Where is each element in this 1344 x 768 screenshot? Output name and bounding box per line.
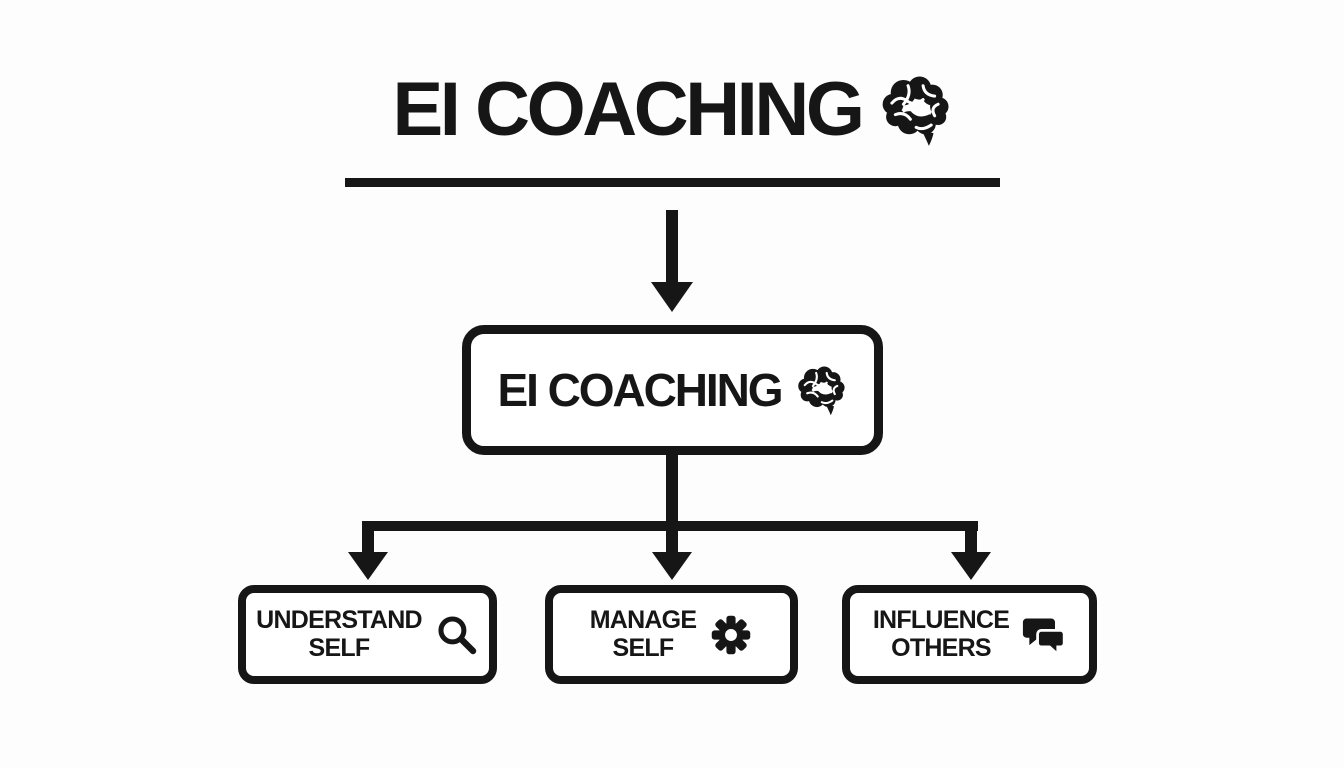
- arrow-center-head: [652, 552, 692, 580]
- node-manage-self-label: MANAGE SELF: [589, 606, 697, 662]
- chat-bubbles-icon: [1022, 613, 1066, 657]
- arrow-left-head: [348, 552, 388, 580]
- root-stem: [666, 455, 678, 525]
- brain-icon: [795, 364, 847, 416]
- node-influence-others: INFLUENCE OTHERS: [842, 585, 1097, 684]
- label-line-2: OTHERS: [891, 633, 991, 662]
- label-line-1: UNDERSTAND: [256, 606, 422, 634]
- label-line-1: INFLUENCE: [872, 606, 1010, 634]
- branch-bar: [362, 521, 978, 531]
- node-understand-self: UNDERSTAND SELF: [238, 585, 497, 684]
- arrow-right-head: [951, 552, 991, 580]
- arrow-center-shaft: [666, 529, 678, 554]
- label-line-2: SELF: [612, 633, 675, 662]
- label-line-1: MANAGE: [589, 606, 697, 634]
- brain-icon: [878, 73, 952, 147]
- page-title: EI COACHING: [0, 68, 1344, 152]
- node-influence-others-label: INFLUENCE OTHERS: [872, 606, 1010, 662]
- label-line-2: SELF: [308, 633, 371, 662]
- node-manage-self: MANAGE SELF: [545, 585, 798, 684]
- gear-icon: [709, 613, 753, 657]
- arrow-left-shaft: [362, 529, 374, 554]
- arrow-title-to-root-head: [651, 282, 693, 312]
- title-underline: [345, 178, 1000, 187]
- node-ei-coaching: EI COACHING: [462, 325, 883, 455]
- arrow-title-to-root-shaft: [666, 210, 678, 284]
- page-title-text: EI COACHING: [392, 67, 864, 152]
- node-understand-self-label: UNDERSTAND SELF: [256, 606, 422, 662]
- arrow-right-shaft: [965, 529, 977, 554]
- node-ei-coaching-label: EI COACHING: [497, 364, 784, 416]
- search-icon: [435, 613, 479, 657]
